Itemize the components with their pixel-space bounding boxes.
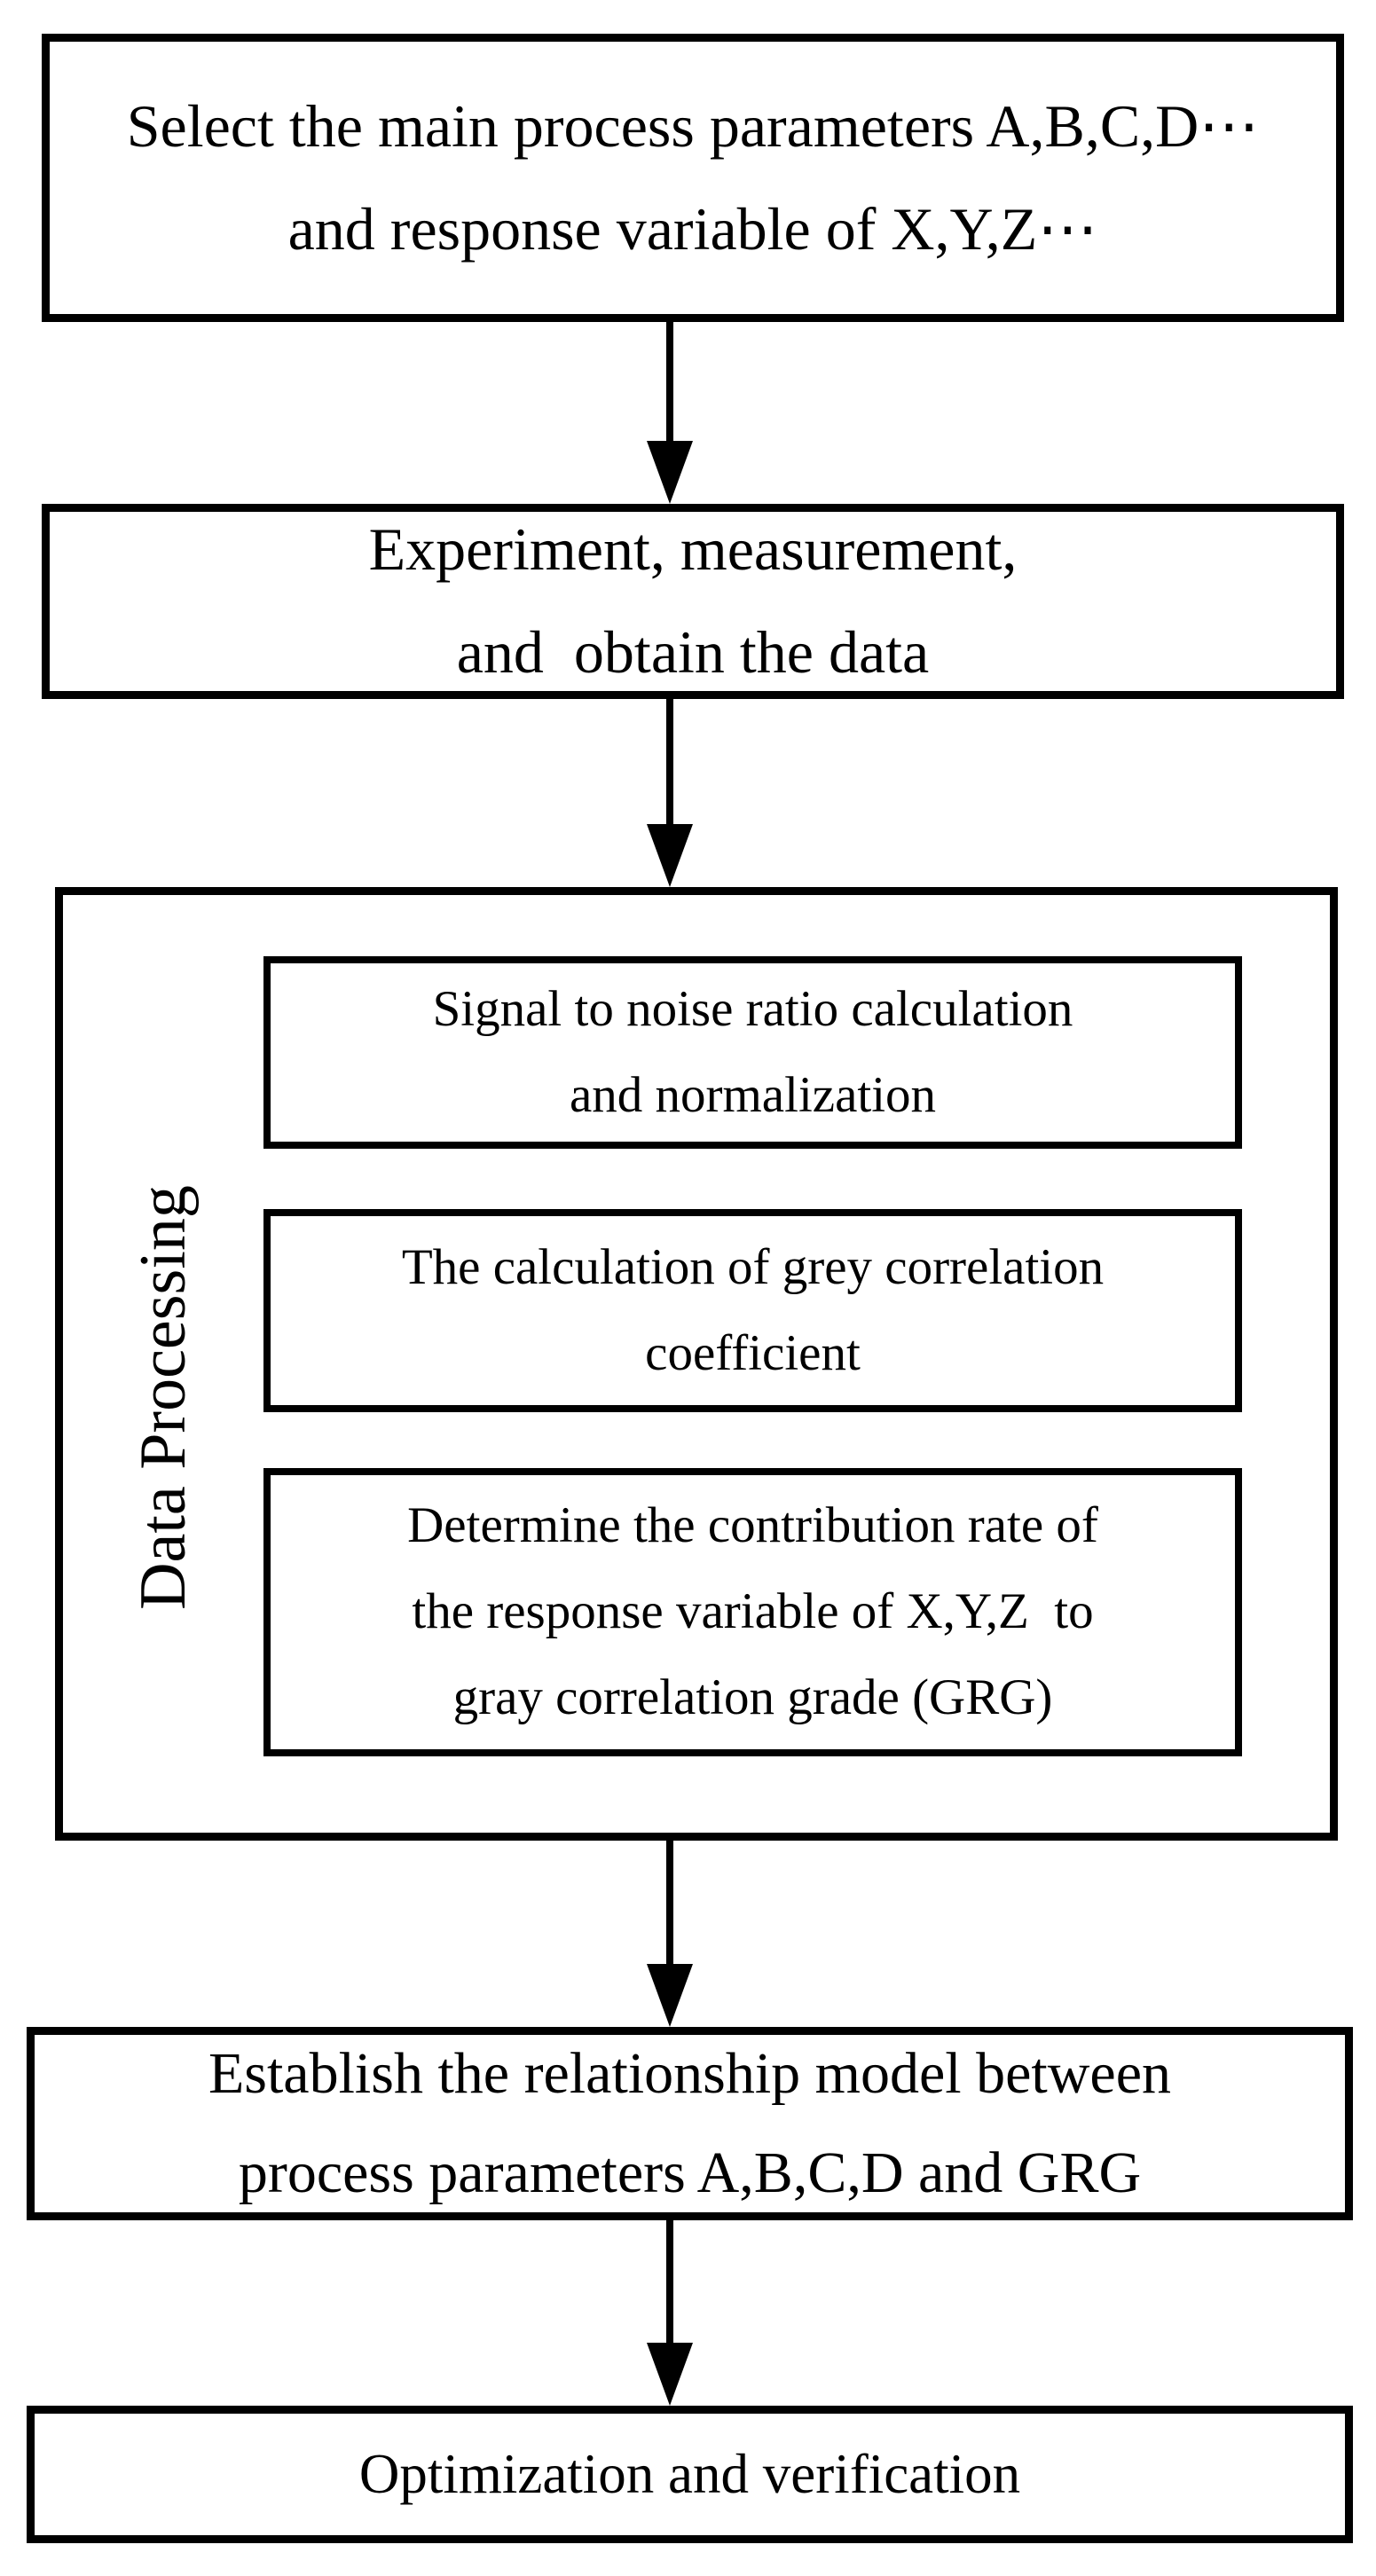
box-text-line: coefficient <box>645 1324 861 1381</box>
box-text-line: Signal to noise ratio calculation <box>432 980 1073 1037</box>
box-text-line: The calculation of grey correlation <box>401 1238 1105 1295</box>
subprocess-box-snr-normalization: Signal to noise ratio calculation and no… <box>263 956 1242 1149</box>
box-text-line: Select the main process parameters A,B,C… <box>126 91 1260 160</box>
subprocess-box-grey-correlation-coefficient: The calculation of grey correlation coef… <box>263 1209 1242 1412</box>
box-text-line: Optimization and verification <box>358 2442 1021 2505</box>
process-box-optimization-verification: Optimization and verification <box>27 2406 1353 2543</box>
box-text-line: Determine the contribution rate of <box>407 1497 1098 1554</box>
arrow-head-icon <box>647 2343 693 2406</box>
process-box-experiment: Experiment, measurement, and obtain the … <box>42 504 1344 699</box>
arrow-stem <box>666 1841 673 1964</box>
box-text-line: gray correlation grade (GRG) <box>452 1669 1053 1725</box>
arrow-stem <box>666 2220 673 2343</box>
flow-arrow-down-4 <box>647 2220 693 2406</box>
arrow-stem <box>666 699 673 824</box>
process-box-select-parameters: Select the main process parameters A,B,C… <box>42 34 1344 322</box>
box-text-line: and normalization <box>569 1066 937 1123</box>
box-text-line: process parameters A,B,C,D and GRG <box>238 2140 1142 2205</box>
box-text-line: Experiment, measurement, <box>368 515 1018 584</box>
data-processing-group-box: Data Processing Signal to noise ratio ca… <box>55 887 1338 1841</box>
box-text-line: and obtain the data <box>456 618 930 686</box>
arrow-head-icon <box>647 441 693 504</box>
arrow-head-icon <box>647 1964 693 2027</box>
process-box-establish-model: Establish the relationship model between… <box>27 2027 1353 2220</box>
arrow-head-icon <box>647 824 693 887</box>
box-text-line: the response variable of X,Y,Z to <box>412 1583 1094 1640</box>
box-text-line: Establish the relationship model between <box>208 2040 1172 2106</box>
flow-arrow-down-1 <box>647 322 693 504</box>
flow-arrow-down-3 <box>647 1841 693 2027</box>
flow-arrow-down-2 <box>647 699 693 887</box>
data-processing-label-column: Data Processing <box>63 895 263 1833</box>
subprocess-box-contribution-rate: Determine the contribution rate of the r… <box>263 1468 1242 1756</box>
box-text-line: and response variable of X,Y,Z⋯ <box>287 194 1098 263</box>
data-processing-label: Data Processing <box>126 1185 200 1610</box>
arrow-stem <box>666 322 673 441</box>
